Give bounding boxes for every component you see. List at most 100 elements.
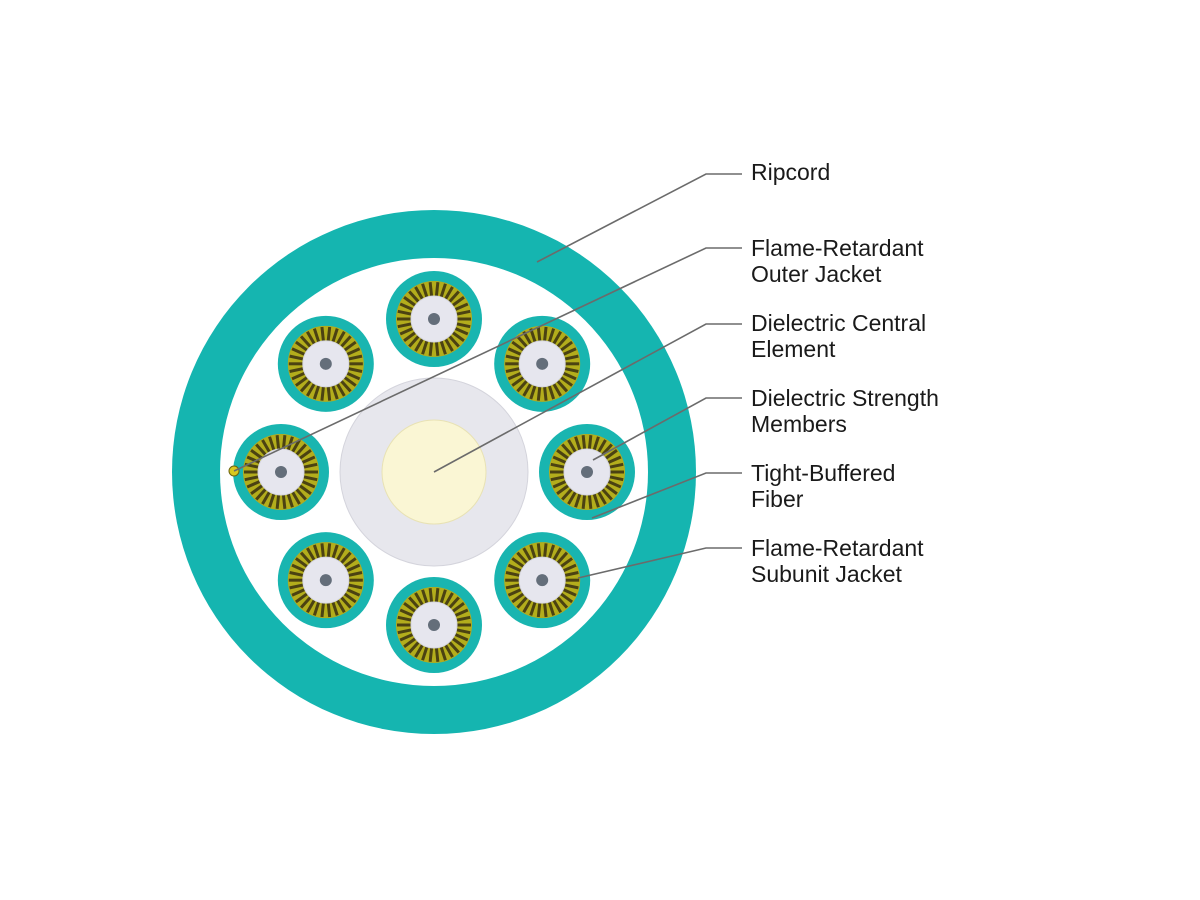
strength-strand [291, 491, 301, 505]
optical-fiber [428, 313, 440, 325]
strength-strand [347, 571, 363, 577]
strength-strand [312, 328, 321, 343]
strength-strand [607, 479, 622, 489]
strength-strand [320, 326, 325, 342]
strength-strand [347, 583, 363, 590]
leader-outer-jacket [233, 247, 742, 472]
strength-strand [604, 484, 618, 495]
strength-strand [299, 551, 312, 565]
strength-strand [397, 628, 412, 635]
strength-strand [291, 371, 306, 381]
strength-strand [562, 588, 577, 597]
strength-strand [562, 347, 577, 356]
optical-fiber [319, 574, 332, 587]
strength-strand [564, 354, 579, 361]
strength-strand [326, 326, 332, 342]
subunit [386, 271, 482, 367]
strength-strand [428, 588, 434, 603]
strength-strand [556, 596, 569, 609]
strength-strand [587, 494, 593, 509]
strength-strand [421, 646, 429, 661]
strength-strand [336, 382, 346, 397]
strength-strand [346, 371, 361, 381]
strength-strand [456, 628, 471, 635]
strength-strand [301, 455, 316, 465]
strength-strand [561, 443, 573, 456]
strength-strand [403, 602, 417, 613]
strength-strand [291, 563, 306, 573]
strength-strand [291, 439, 301, 453]
strength-strand [448, 596, 460, 609]
strength-strand [507, 563, 522, 573]
cable-cross-section [172, 210, 696, 734]
strength-strand [428, 647, 434, 662]
strength-strand [326, 543, 332, 558]
label-tight-buffered-fiber: Tight-Buffered Fiber [751, 460, 896, 512]
strength-strand [550, 462, 565, 469]
strength-strand [439, 589, 447, 604]
strength-strand [268, 436, 276, 451]
strength-strand [331, 544, 339, 559]
strength-strand [556, 551, 569, 565]
strength-strand [454, 608, 469, 618]
strength-strand [567, 439, 577, 453]
strength-strand [336, 547, 346, 562]
strength-strand [298, 484, 312, 495]
strength-strand [294, 340, 309, 352]
strength-strand [408, 641, 420, 654]
strength-strand [434, 647, 440, 662]
strength-strand [261, 491, 271, 505]
strength-member-strands [397, 588, 471, 662]
strength-strand [428, 282, 434, 297]
strength-strand [397, 615, 412, 622]
strength-strand [294, 592, 309, 604]
strength-strand [403, 296, 417, 307]
subunit [539, 424, 635, 520]
strength-strand [597, 439, 607, 453]
strength-strand [301, 479, 316, 489]
strength-strand [587, 435, 593, 450]
strength-strand [507, 347, 522, 356]
optical-fiber [536, 574, 549, 587]
strength-strand [291, 588, 306, 597]
strength-strand [303, 475, 318, 482]
optical-fiber [536, 357, 549, 370]
strength-strand [592, 436, 600, 451]
strength-strand [552, 331, 562, 345]
strength-strand [604, 449, 618, 460]
strength-strand [399, 632, 414, 642]
strength-strand [331, 385, 339, 400]
strength-strand [456, 615, 471, 622]
strength-strand [434, 588, 440, 603]
strength-strand [574, 436, 582, 451]
strength-member-strands [550, 435, 624, 509]
strength-strand [399, 608, 414, 618]
strength-strand [414, 644, 424, 658]
strength-strand [536, 602, 542, 618]
strength-strand [294, 557, 309, 568]
strength-strand [428, 341, 434, 356]
strength-strand [511, 592, 525, 604]
strength-strand [289, 354, 304, 361]
strength-strand [421, 589, 429, 604]
strength-strand [456, 309, 471, 316]
strength-strand [522, 382, 532, 397]
strength-strand [250, 484, 264, 495]
strength-strand [343, 340, 357, 352]
strength-strand [312, 601, 321, 616]
strength-strand [556, 449, 570, 460]
strength-strand [340, 335, 352, 348]
strength-strand [421, 340, 429, 355]
strength-strand [403, 637, 417, 648]
strength-member-strands [397, 282, 471, 356]
leader-subunit-jacket [577, 547, 742, 579]
strength-strand [556, 484, 570, 495]
strength-strand [562, 563, 577, 573]
strength-strand [444, 644, 454, 658]
strength-strand [451, 637, 465, 648]
optical-fiber [428, 619, 440, 631]
strength-strand [507, 371, 522, 381]
strength-strand [511, 340, 525, 352]
strength-strand [454, 302, 469, 312]
strength-strand [552, 382, 562, 397]
